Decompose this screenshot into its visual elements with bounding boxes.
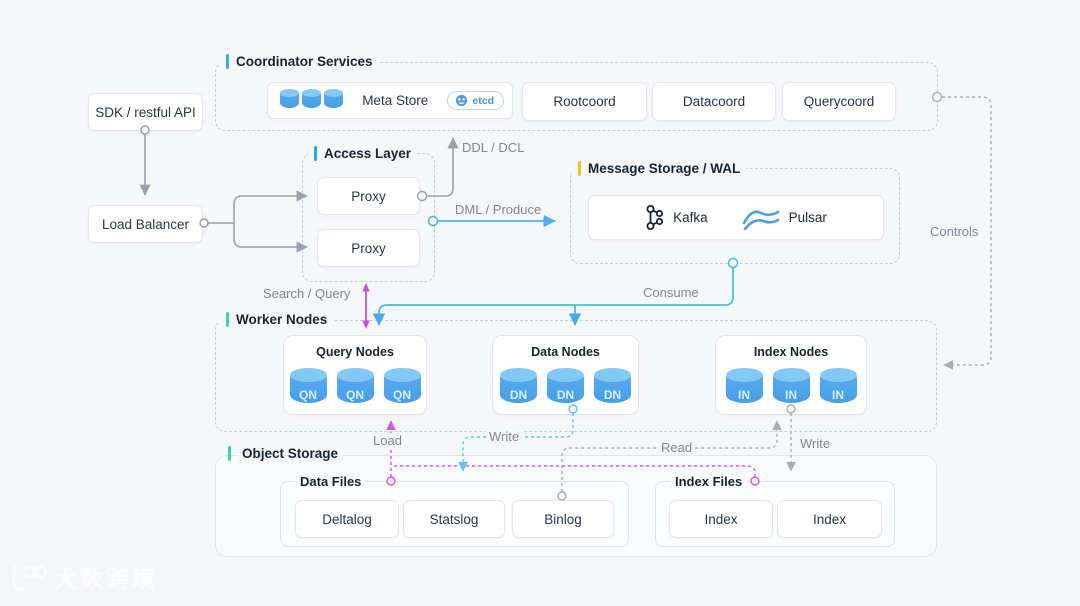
pulsar-icon — [742, 209, 779, 230]
watermark-text: 大数跨境 — [54, 566, 158, 592]
proxy-node-2: Proxy — [317, 229, 420, 267]
pulsar-engine: Pulsar — [742, 204, 827, 232]
proxy-label: Proxy — [351, 240, 386, 256]
cylinder-label: IN — [738, 388, 750, 402]
index-file-label: Index — [704, 511, 738, 527]
db-cylinder-icon: DN — [500, 368, 537, 403]
datacoord-node: Datacoord — [652, 82, 776, 121]
accent-bar — [226, 312, 229, 327]
datacoord-label: Datacoord — [682, 94, 746, 109]
meta-store-cylinders — [280, 89, 343, 108]
db-cylinder-icon: DN — [594, 368, 631, 403]
cylinder-label: DN — [509, 388, 528, 402]
accent-bar — [314, 146, 317, 161]
watermark-logo-icon — [12, 564, 48, 592]
proxy-label: Proxy — [351, 188, 386, 204]
deltalog-node: Deltalog — [295, 500, 399, 538]
etcd-badge-label: etcd — [472, 94, 494, 107]
section-title-label: Coordinator Services — [236, 54, 373, 69]
index-files-title: Index Files — [670, 474, 748, 489]
db-cylinder-icon: QN — [383, 368, 421, 403]
index-nodes-cylinders: IN IN IN — [716, 368, 866, 403]
cylinder-label: QN — [393, 388, 411, 402]
object-storage-title: Object Storage — [222, 446, 348, 461]
index-file-node-1: Index — [669, 500, 773, 538]
db-cylinder-icon: IN — [772, 368, 810, 403]
edge-label-read: Read — [658, 440, 696, 455]
edge-label-search-query: Search / Query — [260, 286, 354, 301]
wal-engines-box: Kafka Pulsar — [588, 195, 884, 240]
statslog-label: Statslog — [429, 511, 479, 527]
access-layer-title: Access Layer — [308, 146, 418, 161]
meta-store-label: Meta Store — [362, 93, 429, 108]
db-cylinder-icon: QN — [336, 368, 374, 403]
cylinder-label: IN — [832, 388, 844, 402]
cylinder-label: DN — [556, 388, 575, 402]
edge-label-consume: Consume — [640, 285, 702, 300]
index-file-label: Index — [812, 511, 847, 527]
section-title-label: Message Storage / WAL — [588, 161, 741, 176]
kafka-engine: Kafka — [645, 204, 708, 231]
worker-nodes-title: Worker Nodes — [220, 312, 334, 327]
coordinator-services-title: Coordinator Services — [220, 54, 379, 69]
query-nodes-group: Query Nodes QN QN QN — [283, 335, 427, 415]
edge-label-write-index: Write — [797, 436, 834, 451]
rootcoord-label: Rootcoord — [553, 94, 616, 109]
data-nodes-group: Data Nodes DN DN DN — [492, 335, 639, 415]
cylinder-label: DN — [603, 388, 622, 402]
etcd-icon — [456, 94, 468, 107]
query-nodes-title: Query Nodes — [316, 345, 394, 359]
db-cylinder-icon — [324, 89, 343, 108]
edge-label-ddl: DDL / DCL — [459, 140, 528, 155]
pulsar-label: Pulsar — [788, 210, 827, 225]
index-file-node-2: Index — [777, 500, 882, 538]
sdk-node: SDK / restful API — [88, 93, 203, 131]
db-cylinder-icon — [280, 89, 299, 108]
load-balancer-label: Load Balancer — [101, 216, 190, 232]
db-cylinder-icon: IN — [725, 368, 763, 403]
watermark: 大数跨境 — [8, 560, 158, 594]
db-cylinder-icon: QN — [289, 368, 327, 403]
message-storage-title: Message Storage / WAL — [572, 161, 747, 176]
db-cylinder-icon — [302, 89, 321, 108]
kafka-label: Kafka — [673, 210, 708, 225]
accent-bar — [226, 54, 229, 69]
db-cylinder-icon: IN — [819, 368, 857, 403]
data-nodes-title: Data Nodes — [531, 345, 600, 359]
binlog-node: Binlog — [512, 500, 614, 538]
cylinder-label: IN — [785, 388, 797, 402]
edge-label-load: Load — [370, 433, 405, 448]
cylinder-label: QN — [299, 388, 317, 402]
edge-label-write-data: Write — [486, 429, 523, 444]
index-nodes-title: Index Nodes — [753, 345, 829, 359]
accent-bar — [578, 161, 581, 176]
rootcoord-node: Rootcoord — [522, 82, 647, 121]
load-balancer-node: Load Balancer — [88, 205, 203, 243]
etcd-badge: etcd — [447, 91, 504, 110]
binlog-label: Binlog — [544, 511, 582, 527]
accent-bar — [228, 446, 231, 461]
edge-label-dml: DML / Produce — [452, 202, 545, 217]
cylinder-label: QN — [346, 388, 364, 402]
statslog-node: Statslog — [403, 500, 505, 538]
db-cylinder-icon: DN — [547, 368, 584, 403]
kafka-icon — [646, 205, 664, 230]
querycoord-label: Querycoord — [803, 94, 875, 109]
querycoord-node: Querycoord — [782, 82, 896, 121]
section-title-label: Access Layer — [324, 146, 412, 161]
deltalog-label: Deltalog — [322, 511, 372, 527]
edge-label-controls: Controls — [927, 224, 982, 239]
query-nodes-cylinders: QN QN QN — [284, 368, 426, 403]
meta-store-node: Meta Store etcd — [267, 82, 513, 119]
proxy-node-1: Proxy — [317, 177, 420, 215]
section-title-label: Worker Nodes — [236, 312, 328, 327]
data-files-title: Data Files — [295, 474, 367, 489]
section-title-label: Object Storage — [238, 446, 343, 461]
data-nodes-cylinders: DN DN DN — [493, 368, 638, 403]
index-nodes-group: Index Nodes IN IN IN — [715, 335, 867, 415]
sdk-label: SDK / restful API — [95, 104, 196, 120]
